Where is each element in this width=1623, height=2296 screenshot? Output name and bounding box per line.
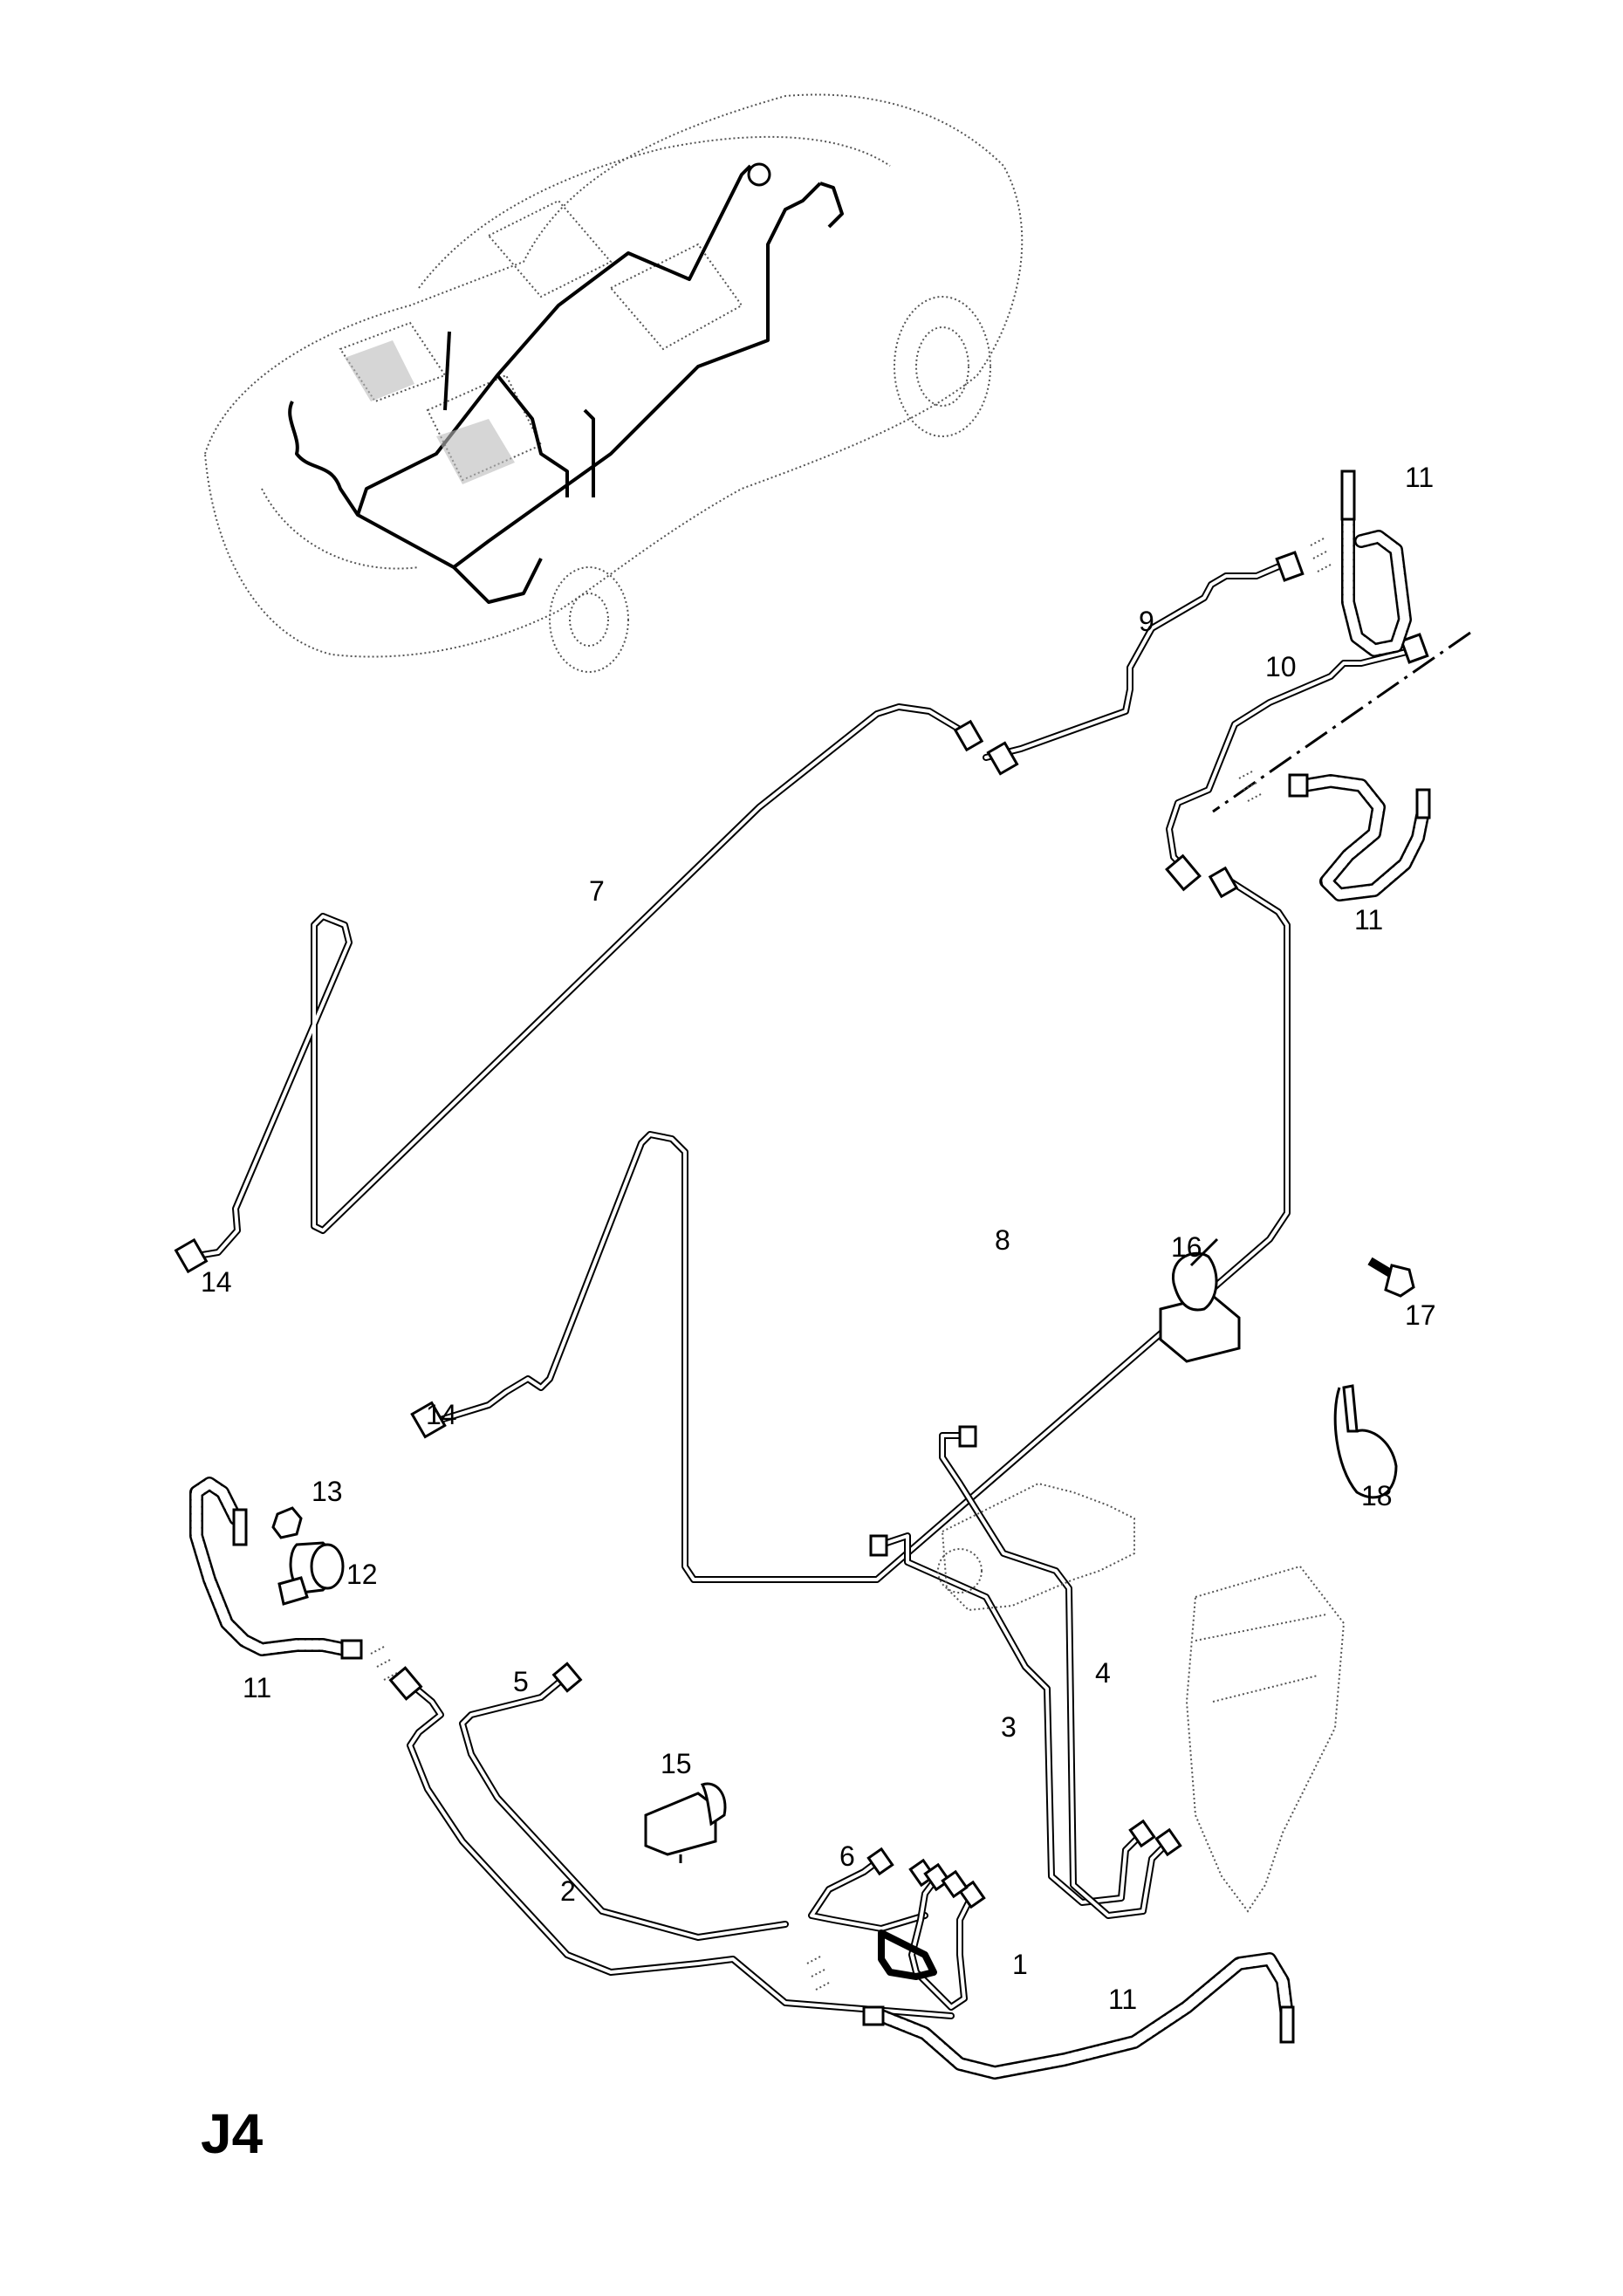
vehicle-overview: [203, 93, 1024, 673]
brake-hose-11-bottom: [806, 1952, 1295, 2080]
callout-1: 1: [1012, 1949, 1028, 1980]
callout-11c: 11: [243, 1672, 271, 1703]
brake-pipe-8: [410, 866, 1291, 1583]
callout-6: 6: [839, 1840, 855, 1872]
brake-hose-11-top: [1310, 469, 1412, 657]
brake-pipe-1: [878, 1862, 986, 2011]
callout-2: 2: [560, 1875, 576, 1907]
bolt-17: [1367, 1257, 1415, 1298]
callout-4: 4: [1095, 1657, 1111, 1689]
callout-13: 13: [312, 1476, 343, 1507]
callout-11a: 11: [1405, 462, 1434, 493]
clip-16: [1159, 1237, 1241, 1363]
brake-hose-11-mid: [1238, 771, 1431, 901]
brake-pipe-5: [459, 1662, 789, 1941]
callout-7: 7: [589, 875, 605, 907]
brake-pipe-3: [869, 1532, 1156, 1906]
brake-pipe-6: [808, 1847, 936, 1932]
callout-11d: 11: [1108, 1984, 1137, 2015]
brake-pipe-7: [174, 703, 984, 1274]
brake-pipe-10: [1165, 631, 1471, 892]
nut-13: [271, 1506, 303, 1539]
callout-18: 18: [1361, 1480, 1393, 1511]
callout-8: 8: [995, 1224, 1010, 1256]
callout-labels: 1 2 3 4 5 6 7 8 9 10 11 11 11 11 12 13 1…: [201, 462, 1436, 2015]
brake-pipe-9: [983, 551, 1305, 776]
callout-14b: 14: [426, 1399, 457, 1430]
grommet-12: [277, 1541, 345, 1606]
brake-pipe-4: [939, 1425, 1182, 1919]
master-cylinder-outline: [937, 1482, 1135, 1612]
abs-unit-outline: [1185, 1565, 1346, 1913]
callout-12: 12: [346, 1559, 378, 1590]
brake-pipe-2: [388, 1666, 955, 2019]
callout-9: 9: [1139, 606, 1154, 637]
callout-3: 3: [1001, 1711, 1017, 1743]
callout-17: 17: [1405, 1299, 1436, 1331]
callout-5: 5: [513, 1666, 529, 1697]
brake-hose-11-left: [189, 1477, 398, 1681]
callout-15: 15: [661, 1748, 692, 1779]
callout-10: 10: [1265, 651, 1297, 682]
bracket-15: [644, 1782, 727, 1863]
callout-14a: 14: [201, 1266, 232, 1298]
callout-16: 16: [1171, 1231, 1202, 1263]
clamp-18: [1333, 1384, 1398, 1499]
page-code: J4: [201, 2102, 264, 2165]
callout-11b: 11: [1354, 904, 1383, 936]
